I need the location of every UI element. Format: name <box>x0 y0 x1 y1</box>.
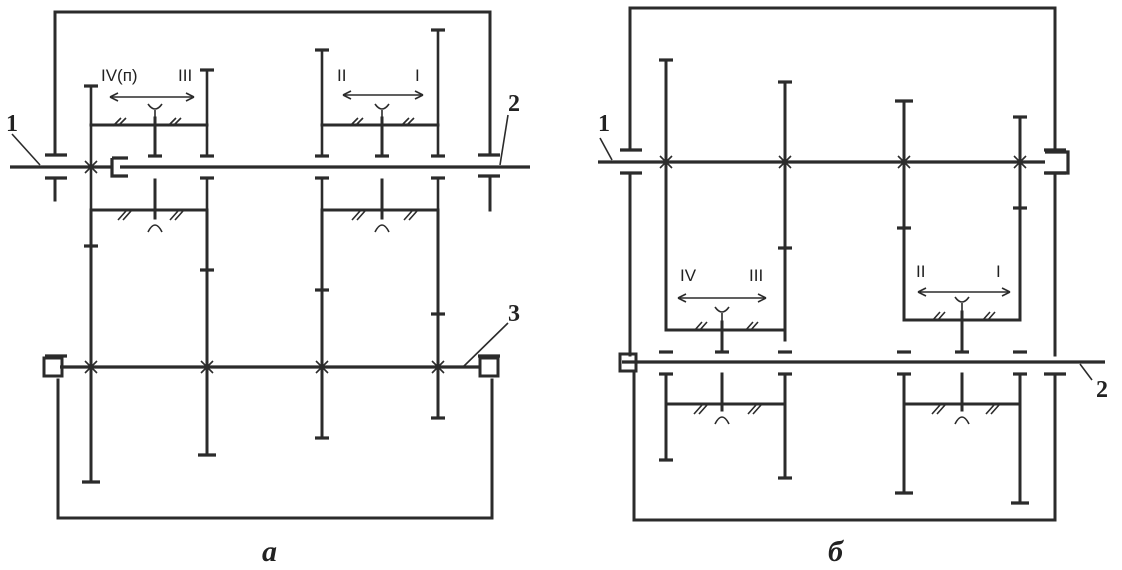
gear-label-i-b: I <box>996 262 1001 281</box>
diagram-a: 1 2 3 IV(п) III II I а <box>6 10 530 568</box>
housing-top-a <box>53 10 492 157</box>
countershaft-a <box>42 160 509 484</box>
shaft-coupling-b <box>1045 150 1070 175</box>
label-intermediate-shaft-a: 3 <box>508 301 520 327</box>
synchronizer-lower-left-b <box>659 293 792 354</box>
label-input-shaft-b: 1 <box>598 111 610 137</box>
housing-bottom-a <box>56 378 494 520</box>
gear-label-i-a: I <box>415 66 420 85</box>
caption-a: а <box>262 535 277 568</box>
gear-label-iv-a: IV(п) <box>101 66 138 85</box>
gear-label-iii-a: III <box>178 66 192 85</box>
gear-label-ii-a: II <box>337 66 346 85</box>
upper-gears-a <box>84 28 445 210</box>
output-shaft-lower-b <box>659 372 1066 505</box>
gear-label-iii-b: III <box>749 266 763 285</box>
gear-label-iv-b: IV <box>680 266 697 285</box>
synchronizer-lower-right-b <box>897 287 1027 354</box>
shaft-coupling-a <box>110 156 128 178</box>
label-output-shaft-b: 2 <box>1096 377 1108 403</box>
diagram-b: 1 2 IV III II I б <box>598 6 1108 568</box>
housing-bottom-b <box>632 371 1057 522</box>
gear-label-ii-b: II <box>916 262 925 281</box>
top-shaft-gears-b <box>659 58 1027 342</box>
label-output-shaft-a: 2 <box>508 91 520 117</box>
synchronizer-upper-left-a <box>89 92 209 158</box>
label-input-shaft-a: 1 <box>6 111 18 137</box>
synchronizer-upper-right-a <box>320 90 440 158</box>
bearings-top-a <box>45 153 500 212</box>
caption-b: б <box>828 535 844 568</box>
top-shaft-lower-a <box>89 176 445 233</box>
housing-top-b <box>628 6 1057 152</box>
